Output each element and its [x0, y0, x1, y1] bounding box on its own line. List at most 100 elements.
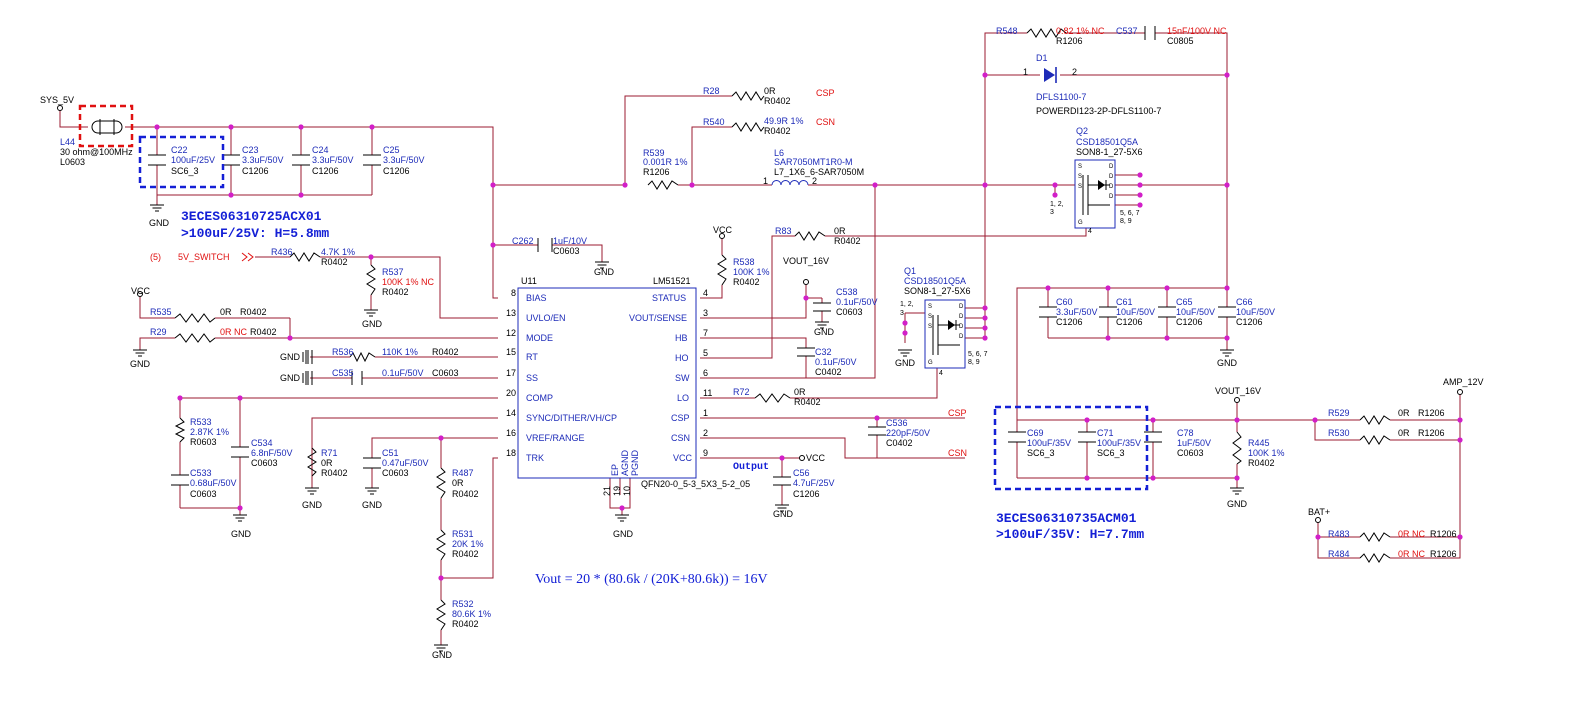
svg-text:R0402: R0402	[382, 287, 409, 297]
svg-text:R0603: R0603	[190, 437, 217, 447]
svg-text:3: 3	[703, 308, 708, 318]
ic-u11-body	[517, 287, 697, 479]
svg-text:C22: C22	[171, 145, 188, 155]
svg-text:1uF/10V: 1uF/10V	[553, 236, 587, 246]
inductor-l6	[771, 180, 809, 186]
svg-text:5: 5	[703, 348, 708, 358]
svg-text:2: 2	[703, 428, 708, 438]
svg-text:C534: C534	[251, 438, 273, 448]
svg-text:LO: LO	[677, 393, 689, 403]
note-c22-part: 3ECES06310725ACX01	[181, 209, 322, 224]
wires	[59, 32, 1461, 645]
svg-text:0.001R 1%: 0.001R 1%	[643, 157, 688, 167]
svg-text:R28: R28	[703, 86, 720, 96]
svg-text:21: 21	[602, 486, 612, 496]
svg-text:3.3uF/50V: 3.3uF/50V	[383, 155, 425, 165]
svg-text:R0402: R0402	[452, 489, 479, 499]
svg-text:Q1: Q1	[904, 266, 916, 276]
svg-text:R484: R484	[1328, 549, 1350, 559]
svg-text:0R: 0R	[794, 387, 806, 397]
svg-text:C1206: C1206	[793, 489, 820, 499]
svg-text:R0402: R0402	[321, 468, 348, 478]
svg-text:8, 9: 8, 9	[968, 359, 980, 366]
svg-text:R537: R537	[382, 267, 404, 277]
resistor-symbols	[174, 28, 1391, 631]
svg-text:G: G	[928, 360, 933, 366]
svg-text:D: D	[959, 334, 964, 340]
svg-text:2: 2	[812, 176, 817, 186]
svg-text:S: S	[1078, 184, 1082, 190]
svg-text:4.7uF/25V: 4.7uF/25V	[793, 478, 835, 488]
svg-text:C537: C537	[1116, 26, 1138, 36]
svg-text:SON8-1_27-5X6: SON8-1_27-5X6	[904, 286, 971, 296]
label-output: Output	[733, 462, 769, 473]
svg-text:8: 8	[511, 288, 516, 298]
net-csp-2: CSP	[948, 408, 967, 418]
note-bulk-spec: >100uF/35V: H=7.7mm	[996, 527, 1144, 542]
junctions	[154, 72, 1463, 581]
net-ports	[57, 105, 1463, 523]
ic-ref: U11	[521, 276, 537, 286]
svg-text:Q2: Q2	[1076, 126, 1088, 136]
svg-text:C78: C78	[1177, 428, 1194, 438]
svg-text:8, 9: 8, 9	[1120, 218, 1132, 225]
svg-text:R1206: R1206	[1430, 529, 1457, 539]
svg-text:1uF/50V: 1uF/50V	[1177, 438, 1211, 448]
svg-text:G: G	[1078, 220, 1083, 226]
svg-text:7: 7	[703, 328, 708, 338]
ic-bottom-pins: EP AGND PGND 21 19 10	[602, 449, 640, 496]
svg-text:VOUT/SENSE: VOUT/SENSE	[629, 313, 687, 323]
svg-text:0R NC: 0R NC	[1398, 549, 1426, 559]
svg-text:9: 9	[703, 448, 708, 458]
svg-text:3: 3	[1050, 209, 1054, 216]
gnd-label-10: GND	[814, 327, 835, 337]
svg-text:4.7K 1%: 4.7K 1%	[321, 247, 355, 257]
svg-text:4: 4	[703, 288, 708, 298]
svg-text:D: D	[1109, 194, 1114, 200]
svg-text:10uF/50V: 10uF/50V	[1176, 307, 1215, 317]
svg-text:PGND: PGND	[630, 449, 640, 476]
svg-text:S: S	[928, 314, 932, 320]
ic-package: QFN20-0_5-3_5X3_5-2_05	[641, 479, 750, 489]
vout-formula: Vout = 20 * (80.6k / (20K+80.6k)) = 16V	[535, 572, 768, 587]
svg-text:C0603: C0603	[836, 307, 863, 317]
svg-text:R539: R539	[643, 148, 665, 158]
svg-text:10uF/50V: 10uF/50V	[1116, 307, 1155, 317]
net-csn-1: CSN	[816, 117, 835, 127]
svg-text:MODE: MODE	[526, 333, 553, 343]
svg-text:STATUS: STATUS	[652, 293, 686, 303]
svg-text:6: 6	[703, 368, 708, 378]
svg-text:C32: C32	[815, 347, 832, 357]
svg-text:COMP: COMP	[526, 393, 553, 403]
svg-text:220pF/50V: 220pF/50V	[886, 428, 930, 438]
svg-text:6.8nF/50V: 6.8nF/50V	[251, 448, 293, 458]
svg-text:D: D	[959, 314, 964, 320]
svg-text:C0603: C0603	[432, 368, 459, 378]
svg-text:0R: 0R	[321, 458, 333, 468]
svg-text:VCC: VCC	[673, 453, 693, 463]
svg-text:R0402: R0402	[240, 307, 267, 317]
svg-text:CSP: CSP	[671, 413, 690, 423]
svg-text:R0402: R0402	[794, 397, 821, 407]
net-vcc-2: VCC	[713, 225, 733, 235]
svg-text:1, 2,: 1, 2,	[1050, 201, 1064, 208]
gnd-label-4: GND	[130, 359, 151, 369]
gnd-port-markers	[302, 350, 307, 385]
gnd-label-7: GND	[362, 500, 383, 510]
svg-text:10: 10	[622, 486, 632, 496]
svg-text:C262: C262	[512, 236, 534, 246]
svg-text:SS: SS	[526, 373, 538, 383]
svg-text:R0402: R0402	[764, 126, 791, 136]
ic-part: LM51521	[653, 276, 691, 286]
svg-text:0R: 0R	[452, 478, 464, 488]
svg-text:0.82 1% NC: 0.82 1% NC	[1056, 26, 1105, 36]
svg-text:C533: C533	[190, 468, 212, 478]
svg-text:C71: C71	[1097, 428, 1114, 438]
net-batp: BAT+	[1308, 507, 1330, 517]
svg-text:5, 6, 7: 5, 6, 7	[968, 351, 988, 358]
svg-text:C65: C65	[1176, 297, 1193, 307]
svg-text:R436: R436	[271, 247, 293, 257]
svg-text:R538: R538	[733, 257, 755, 267]
svg-text:100uF/35V: 100uF/35V	[1097, 438, 1141, 448]
svg-text:3.3uF/50V: 3.3uF/50V	[1056, 307, 1098, 317]
